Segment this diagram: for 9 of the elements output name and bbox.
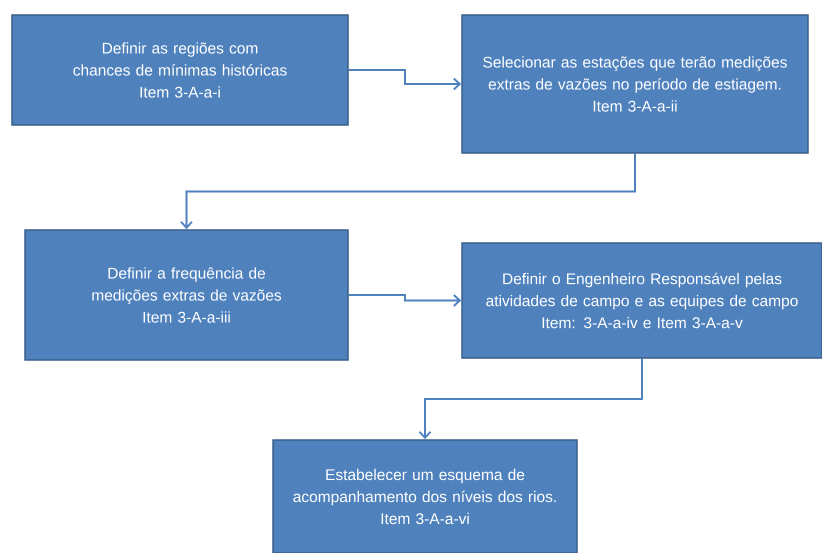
process-box: Estabelecer um esquema de acompanhamento dos níveis dos rios. Item 3-A-a-vi xyxy=(272,439,578,553)
process-box: Selecionar as estações que terão medições extras de vazões no período de estiagem. Item 3-A-a-ii xyxy=(461,14,809,154)
process-box: Definir a frequência de medições extras de vazões Item 3-A-a-iii xyxy=(24,229,349,361)
arrow xyxy=(348,68,462,90)
arrow xyxy=(418,358,643,440)
process-box: Definir o Engenheiro Responsável pelas atividades de campo e as equipes de campo Item: 3-A-a-iv e Item 3-A-a-v xyxy=(461,242,822,359)
arrow xyxy=(348,294,462,307)
arrow xyxy=(180,154,636,230)
process-box: Definir as regiões com chances de mínimas históricas Item 3-A-a-i xyxy=(11,14,349,126)
